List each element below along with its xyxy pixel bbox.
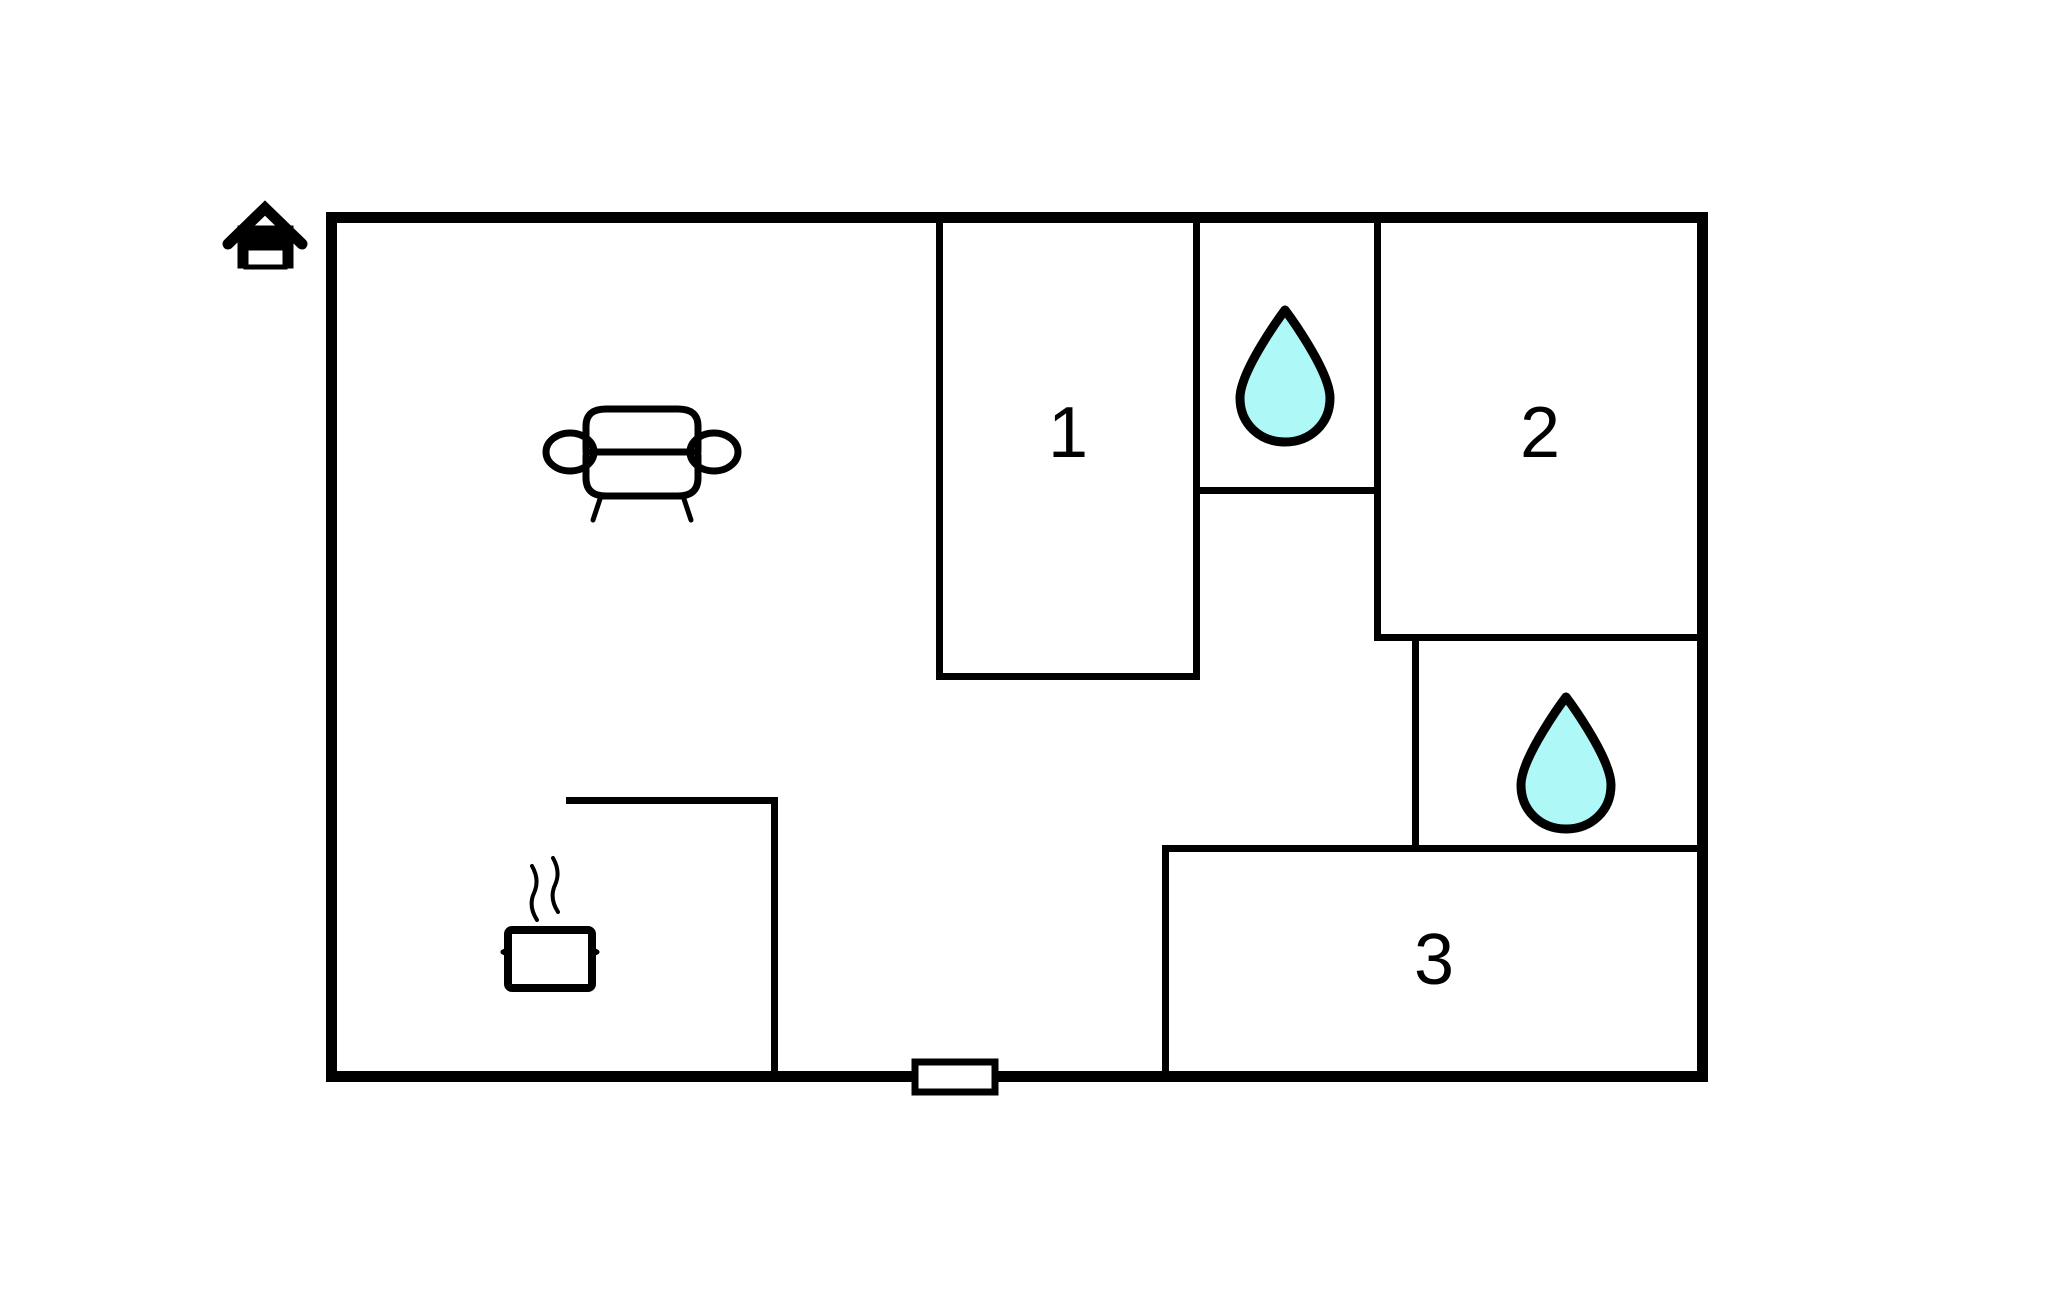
door-icon[interactable] bbox=[911, 1058, 999, 1096]
wall-kitchen-top bbox=[566, 797, 778, 804]
wall-room1-bottom bbox=[936, 673, 1200, 680]
room-number-1: 1 bbox=[1048, 393, 1088, 473]
sofa-icon bbox=[542, 405, 742, 523]
wall-bath-lower-left bbox=[1412, 634, 1419, 851]
water-drop-icon bbox=[1235, 305, 1335, 447]
wall-room1-left bbox=[936, 218, 943, 680]
wall-kitchen-right bbox=[771, 797, 778, 1078]
interior-walls bbox=[566, 218, 1704, 1078]
cooking-pot-icon bbox=[500, 856, 600, 992]
wall-bath-upper-bottom bbox=[1193, 487, 1381, 494]
wall-room2-bottom bbox=[1374, 634, 1704, 641]
outer-walls bbox=[326, 212, 1708, 1082]
outer-wall-left bbox=[326, 212, 337, 1082]
outer-wall-top bbox=[326, 212, 1708, 223]
outer-wall-right bbox=[1697, 212, 1708, 1082]
wall-room3-top bbox=[1162, 845, 1704, 852]
room-number-2: 2 bbox=[1520, 393, 1560, 473]
wall-bath-upper-right bbox=[1374, 218, 1381, 638]
house-icon bbox=[222, 200, 308, 270]
water-drop-icon bbox=[1516, 692, 1616, 834]
wall-room3-left bbox=[1162, 845, 1169, 1078]
outer-wall-bottom bbox=[326, 1071, 1708, 1082]
entrance-door-leaf[interactable] bbox=[911, 1058, 999, 1096]
wall-room1-right bbox=[1193, 218, 1200, 680]
room-number-3: 3 bbox=[1414, 920, 1454, 1000]
